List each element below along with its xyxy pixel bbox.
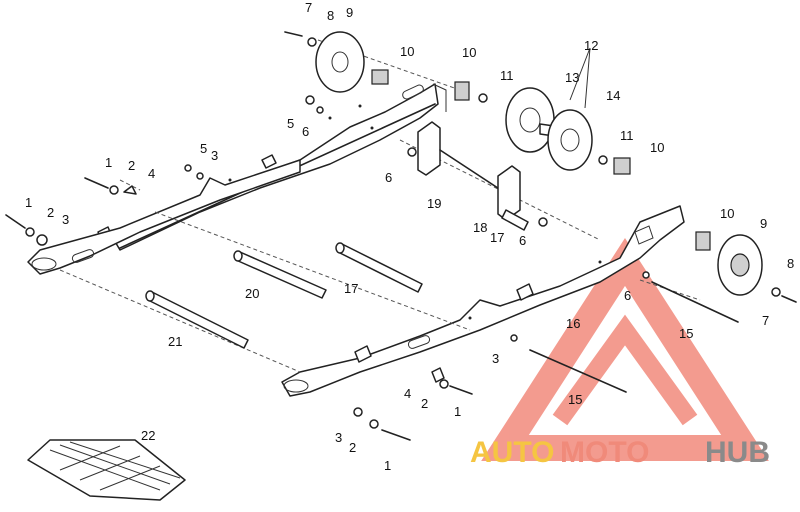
callout-16: 16 [566,316,580,331]
clip-sheet [27,439,186,501]
callout-8: 8 [327,8,334,23]
callout-15: 15 [679,326,693,341]
callout-14: 14 [606,88,620,103]
callout-10: 10 [400,44,414,59]
callout-17: 17 [344,281,358,296]
callout-3: 3 [62,212,69,227]
callout-10: 10 [462,45,476,60]
callout-18: 18 [473,220,487,235]
right-rail [281,205,685,397]
callout-11: 11 [500,68,514,83]
callout-7: 7 [762,313,769,328]
callout-3: 3 [492,351,499,366]
callout-1: 1 [454,404,461,419]
callout-4: 4 [404,386,411,401]
callout-5: 5 [287,116,294,131]
watermark-moto: MOTO [560,436,649,469]
callout-13: 13 [565,70,579,85]
callout-5: 5 [200,141,207,156]
callout-1: 1 [25,195,32,210]
callout-21: 21 [168,334,182,349]
callout-2: 2 [47,205,54,220]
callout-15: 15 [568,392,582,407]
cross-shafts [145,242,423,349]
callout-2: 2 [421,396,428,411]
callout-1: 1 [105,155,112,170]
guide-lines [59,39,701,373]
callout-8: 8 [787,256,794,271]
watermark-hub: HUB [705,436,770,469]
watermark-text: AUTO MOTO HUB [470,436,770,469]
callout-3: 3 [335,430,342,445]
callout-1: 1 [384,458,391,473]
suspension-brackets [417,121,529,231]
callout-9: 9 [760,216,767,231]
callout-20: 20 [245,286,259,301]
callout-labels: 7 8 9 10 10 11 12 13 14 11 10 5 6 1 2 4 … [25,0,794,473]
callout-6: 6 [624,288,631,303]
watermark-auto: AUTO [470,436,554,469]
callout-17: 17 [490,230,504,245]
watermark-logo [481,238,769,461]
callout-2: 2 [349,440,356,455]
callout-12: 12 [584,38,598,53]
callout-11: 11 [620,128,634,143]
left-rail [27,159,301,275]
spacer-blocks [371,69,711,251]
callout-7: 7 [305,0,312,15]
callout-6: 6 [519,233,526,248]
fasteners [5,31,797,441]
callout-10: 10 [650,140,664,155]
callout-9: 9 [346,5,353,20]
callout-22: 22 [141,428,155,443]
callout-4: 4 [148,166,155,181]
callout-10: 10 [720,206,734,221]
idler-wheels [315,31,763,296]
callout-6: 6 [302,124,309,139]
callout-6: 6 [385,170,392,185]
leader-lines [432,47,591,112]
callout-19: 19 [427,196,441,211]
callout-3: 3 [211,148,218,163]
callout-2: 2 [128,158,135,173]
